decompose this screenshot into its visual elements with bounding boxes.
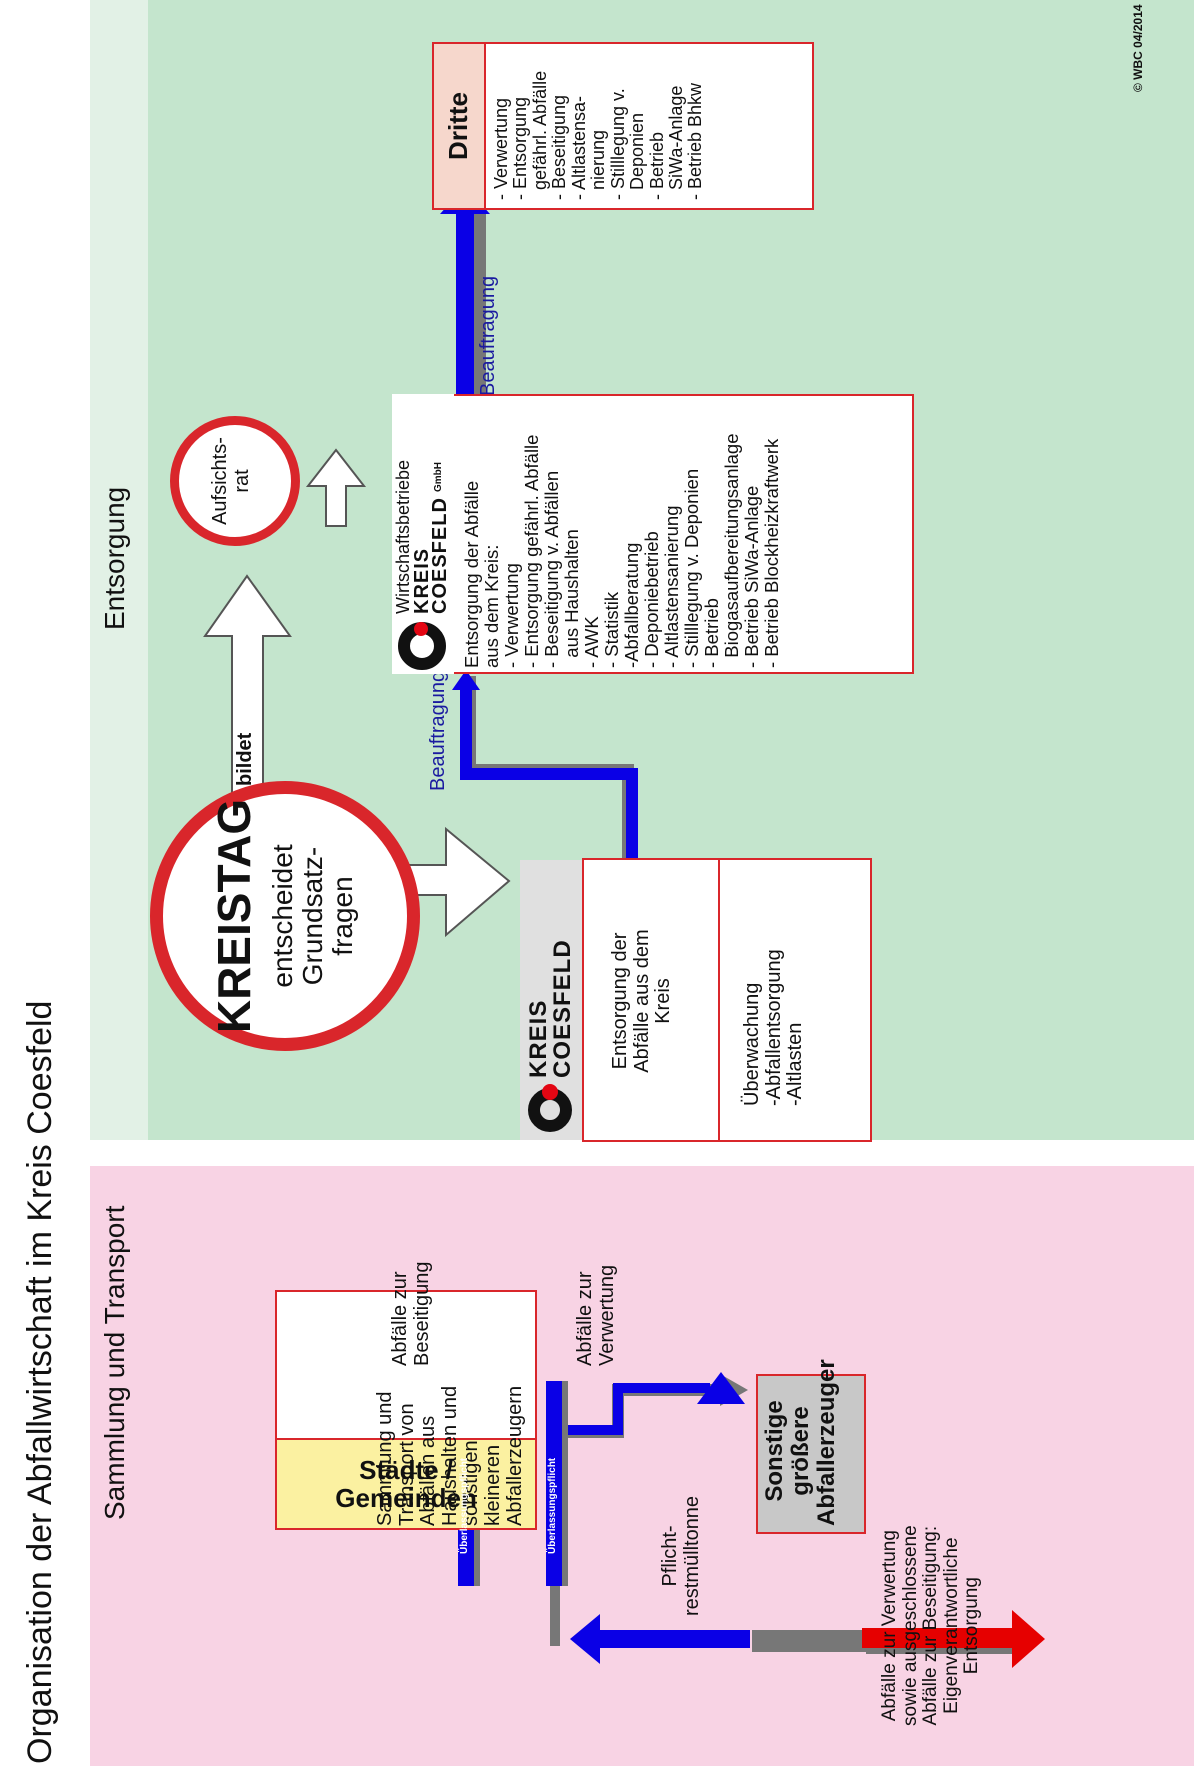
aufsichtsrat-text: Aufsichts- rat	[209, 437, 253, 525]
kreistag-subtitle: entscheidet Grundsatz- fragen	[267, 844, 359, 988]
label-beseitigung: Abfälle zur Beseitigung	[389, 1261, 433, 1366]
kreistag-title: KREISTAG	[208, 798, 260, 1034]
wbc-logo-dot	[414, 622, 428, 636]
sonstige-title: Sonstige größere Abfallerzeuger	[761, 1359, 840, 1526]
eigen-arrowhead	[1012, 1610, 1045, 1668]
wbc-logo-gmbh: GmbH	[433, 462, 444, 492]
label-ueberlassung-2: Überlassungspflicht	[547, 1457, 558, 1554]
beauftragung-flow-2	[456, 208, 474, 394]
kreistag-arrow	[400, 826, 511, 938]
kreis-text-1: Entsorgung der Abfälle aus dem Kreis	[609, 929, 675, 1073]
kreis-logo-line2: COESFELD	[549, 939, 576, 1078]
dritte-text: - Verwertung - Entsorgung gefährl. Abfäl…	[491, 70, 706, 200]
wbc-logo-line2: COESFELD	[429, 497, 451, 614]
beauftragung-flow-line-1	[464, 676, 634, 858]
kreis-divider	[718, 858, 720, 1142]
ueberlassung-bar-2-shadow	[562, 1381, 568, 1586]
beauftragung-flow-2-shadow	[472, 208, 486, 394]
beauftragung-arrowhead-1	[452, 670, 480, 690]
pflicht-flow	[600, 1630, 750, 1648]
label-ueberlassung-1: Überlassungspflicht	[459, 1457, 470, 1554]
beauftragung-flow-line-1-blue	[460, 690, 638, 860]
bildet-arrow	[203, 574, 292, 887]
kreis-logo: KREIS COESFELD	[520, 860, 582, 1140]
collection-flow-arrow-shadow	[550, 1374, 748, 1646]
label-bildet: bildet	[234, 732, 256, 786]
collection-flow-arrowhead	[697, 1372, 745, 1404]
kreis-text-2: Überwachung -Abfallentsorgung -Altlasten	[741, 949, 807, 1106]
dritte-title: Dritte	[443, 92, 473, 160]
label-beauftragung-1: Beauftragung	[427, 670, 449, 791]
aufsichtsrat-arrow	[305, 448, 367, 527]
label-beauftragung-2: Beauftragung	[477, 275, 499, 396]
copyright: © WBC 04/2014	[1131, 4, 1145, 92]
pflicht-arrowhead	[570, 1614, 600, 1664]
eigen-flow	[862, 1628, 1012, 1648]
wbc-text: Entsorgung der Abfälle aus dem Kreis: - …	[461, 433, 782, 668]
wbc-logo: Wirtschaftsbetriebe KREIS COESFELD GmbH	[392, 394, 454, 674]
label-verwertung: Abfälle zur Verwertung	[574, 1264, 618, 1366]
ueberlassung-bar-2	[546, 1381, 562, 1586]
label-pflicht: Pflicht- restmülltonne	[659, 1495, 703, 1616]
kreis-logo-dot	[542, 1084, 558, 1100]
label-eigen: Abfälle zur Verwertung sowie ausgeschlos…	[879, 1525, 983, 1726]
